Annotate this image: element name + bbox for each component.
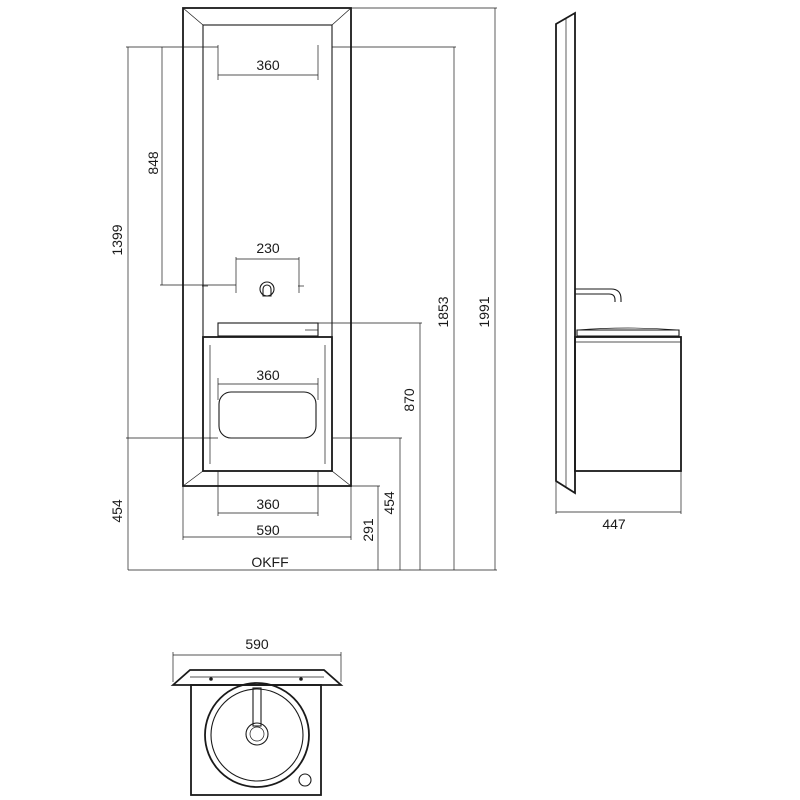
dim-label: 291 — [360, 518, 376, 542]
dim-label: 590 — [245, 636, 269, 652]
tap-icon — [259, 281, 275, 297]
dim-label: 590 — [256, 522, 280, 538]
dim-right-verticals: 1991 1853 870 454 291 — [318, 7, 497, 570]
cabinet — [202, 336, 333, 472]
top-cabinet — [190, 684, 322, 796]
bevel-line — [331, 470, 352, 487]
dim-label: 454 — [381, 491, 397, 515]
spout-inner — [575, 293, 616, 302]
dim-top-fixing: 360 — [217, 45, 319, 80]
spout-icon — [575, 288, 622, 302]
dim-label: 230 — [256, 240, 280, 256]
dim-label: 1853 — [435, 296, 451, 327]
bevel-line — [182, 7, 204, 26]
cabinet-recess — [218, 391, 317, 439]
dim-overall-width: 590 — [182, 486, 352, 540]
spout-top-icon — [252, 687, 262, 727]
frame-outer — [182, 7, 352, 487]
bevel-line — [331, 7, 352, 26]
dim-label: 454 — [109, 499, 125, 523]
button-icon — [298, 773, 312, 787]
drain-icon — [245, 722, 269, 746]
dim-label: 848 — [145, 151, 161, 175]
dim-label: 360 — [256, 57, 280, 73]
dim-label: 447 — [602, 516, 626, 532]
dim-tap-spacing: 230 — [235, 240, 300, 293]
side-basin-top — [576, 329, 680, 337]
dim-label: 360 — [256, 496, 280, 512]
top-view: 590 — [170, 636, 344, 796]
basin-outer — [204, 682, 310, 788]
dim-left-verticals: 1399 848 454 — [109, 46, 236, 570]
fixing-point — [209, 677, 213, 681]
drain-inner — [249, 726, 265, 742]
side-view: 447 — [555, 11, 682, 532]
side-basin-rim — [576, 327, 680, 331]
dim-label: 870 — [401, 388, 417, 412]
side-cabinet — [574, 336, 682, 472]
dim-label: 1991 — [476, 296, 492, 327]
floor-label: OKFF — [251, 554, 288, 570]
dim-side-depth: 447 — [555, 471, 682, 532]
fixing-point — [299, 677, 303, 681]
dim-label: 360 — [256, 367, 280, 383]
dim-cabinet-width: 360 — [217, 367, 319, 400]
dim-label: 1399 — [109, 224, 125, 255]
bevel-line — [182, 470, 204, 487]
dim-bottom-fixing: 360 — [217, 471, 319, 516]
front-view: 360 230 360 360 590 — [109, 7, 497, 571]
basin-inner — [210, 688, 304, 782]
dim-top-width: 590 — [172, 636, 342, 682]
basin-top — [217, 322, 319, 337]
floor-line: OKFF — [128, 554, 497, 571]
side-panel — [555, 11, 576, 495]
